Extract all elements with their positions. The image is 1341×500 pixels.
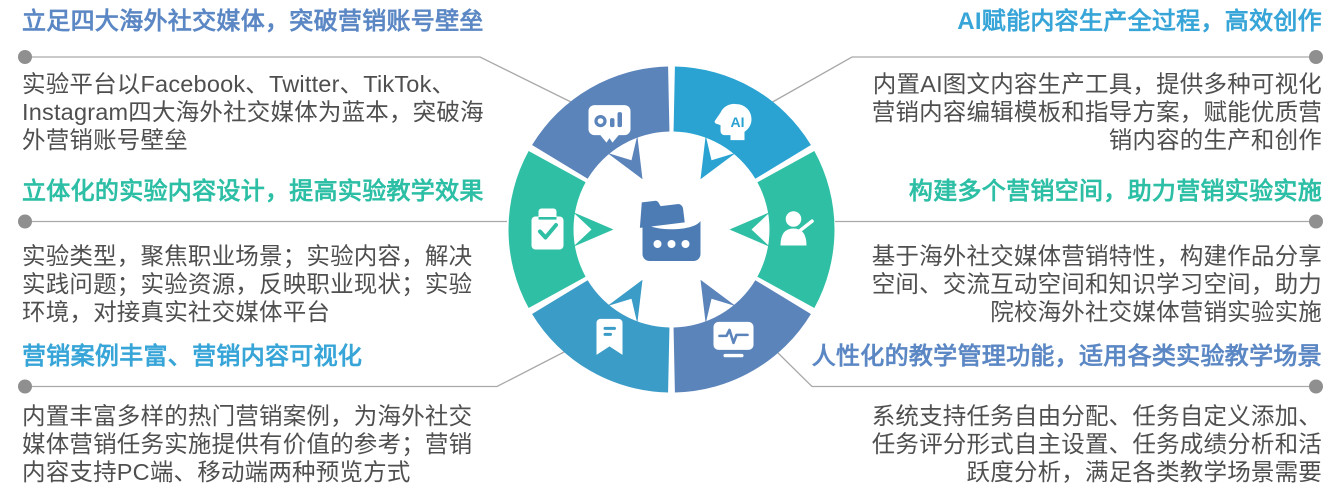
connector-line-left-3 — [25, 350, 567, 388]
connector-dot-left-2 — [18, 214, 32, 229]
feature-block-four-platforms: 立足四大海外社交媒体，突破营销账号壁垒 实验平台以Facebook、Twitte… — [22, 6, 527, 154]
feature-wheel: AI — [508, 66, 835, 393]
feature-block-marketing-cases: 营销案例丰富、营销内容可视化 内置丰富多样的热门营销案例，为海外社交 媒体营销任… — [22, 341, 527, 486]
feature-block-marketing-spaces: 构建多个营销空间，助力营销实验实施 基于海外社交媒体营销特性，构建作品分享 空间… — [792, 176, 1322, 326]
feature-title: 构建多个营销空间，助力营销实验实施 — [908, 178, 1322, 205]
feature-title: 立足四大海外社交媒体，突破营销账号壁垒 — [22, 8, 484, 35]
folder-drawer-icon — [639, 200, 701, 261]
feature-body: 实验类型，聚焦职业场景；实验内容，解决 实践问题；实验资源，反映职业现状；实验 … — [22, 243, 473, 325]
feature-body: 内置AI图文内容生产工具，提供多种可视化 营销内容编辑模板和指导方案，赋能优质营… — [871, 71, 1322, 153]
connector-line-left-1 — [25, 56, 574, 104]
feature-title: 营销案例丰富、营销内容可视化 — [22, 343, 363, 370]
connector-dot-left-1 — [18, 50, 32, 64]
feature-block-experiment-content-design: 立体化的实验内容设计，提高实验教学效果 实验类型，聚焦职业场景；实验内容，解决 … — [22, 176, 527, 326]
wheel-chevron-bottom-left — [607, 279, 643, 324]
feature-body: 系统支持任务自由分配、任务自定义添加、 任务评分形式自主设置、任务成绩分析和活 … — [871, 403, 1322, 485]
wheel-chevron-left — [573, 212, 614, 247]
feature-title: AI赋能内容生产全过程，高效创作 — [957, 8, 1322, 35]
connector-line-right-3 — [775, 350, 1316, 388]
connector-dot-right-1 — [1309, 50, 1323, 64]
wheel-chevron-top-left — [607, 135, 643, 180]
connector-line-right-1 — [768, 56, 1316, 105]
feature-body: 内置丰富多样的热门营销案例，为海外社交 媒体营销任务实施提供有价值的参考；营销 … — [22, 403, 473, 485]
feature-title: 立体化的实验内容设计，提高实验教学效果 — [22, 178, 484, 205]
feature-title: 人性化的教学管理功能，适用各类实验教学场景 — [811, 343, 1322, 370]
feature-block-teaching-management: 人性化的教学管理功能，适用各类实验教学场景 系统支持任务自由分配、任务自定义添加… — [792, 341, 1322, 486]
wheel-chevron-top-right — [700, 135, 736, 180]
feature-body: 基于海外社交媒体营销特性，构建作品分享 空间、交流互动空间和知识学习空间，助力 … — [871, 243, 1322, 325]
feature-block-ai-content-production: AI赋能内容生产全过程，高效创作 内置AI图文内容生产工具，提供多种可视化 营销… — [792, 6, 1322, 154]
wheel-segments — [508, 66, 835, 393]
connector-dot-right-2 — [1309, 214, 1323, 229]
wheel-chevron-bottom-right — [700, 279, 736, 324]
connector-dot-right-3 — [1309, 379, 1323, 394]
connector-dot-left-3 — [18, 379, 32, 394]
feature-body: 实验平台以Facebook、Twitter、TikTok、 Instagram四… — [22, 71, 484, 153]
wheel-chevron-right — [729, 212, 770, 247]
